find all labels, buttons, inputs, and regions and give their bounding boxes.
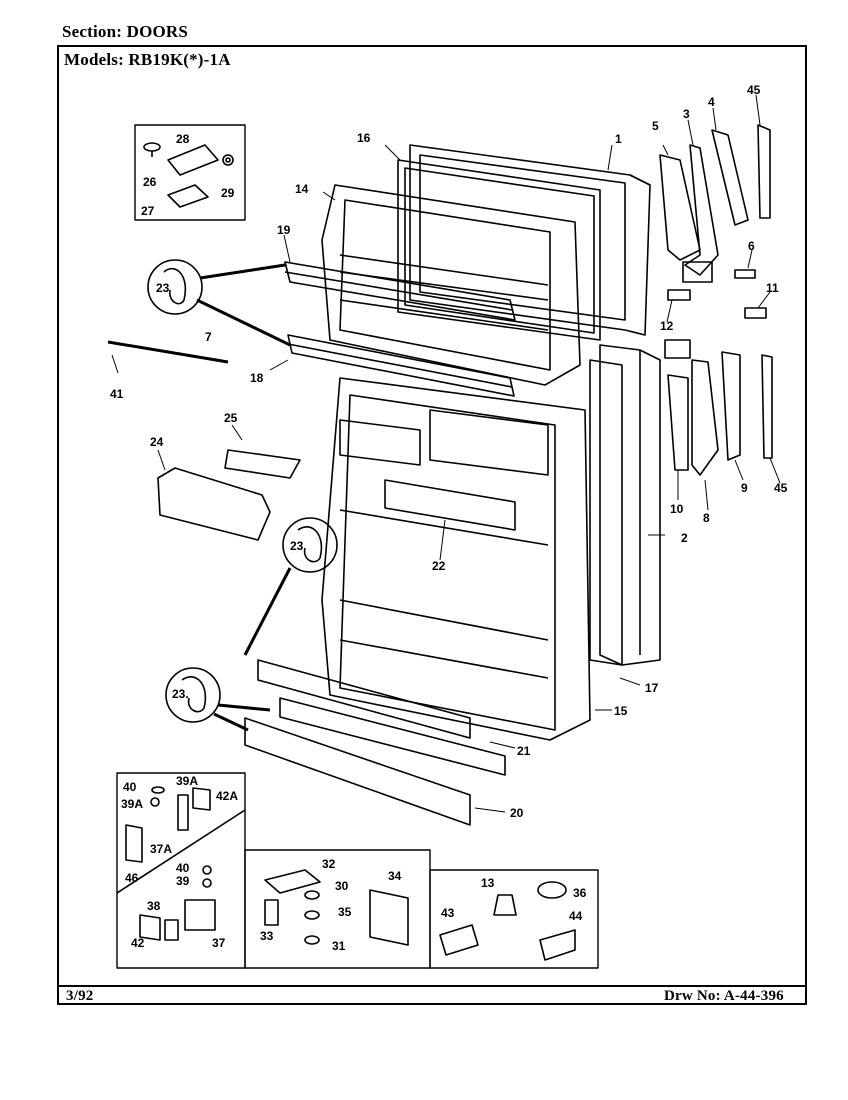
callout-26: 26 [143, 175, 157, 189]
cover-25 [224, 449, 301, 479]
drawing-number: Drw No: A-44-396 [664, 988, 784, 1004]
callout-9: 9 [741, 481, 748, 495]
callout-11: 11 [766, 281, 779, 295]
revision-date: 3/92 [66, 988, 94, 1004]
callout-3: 3 [683, 107, 690, 121]
shelf-21-upper [257, 659, 471, 739]
callout-7: 7 [205, 330, 212, 344]
detail-circle-23-mid [282, 517, 338, 573]
freezer-door-outer [409, 144, 651, 336]
callout-1: 1 [615, 132, 622, 146]
callout-37: 37 [212, 936, 226, 950]
clip-23-top [163, 267, 187, 305]
footer-rule [57, 985, 807, 987]
detail-circle-23-top [147, 259, 203, 315]
callout-2: 2 [681, 531, 688, 545]
callout-23-mid: 23 [290, 539, 304, 553]
callout-40: 40 [123, 780, 137, 794]
clip-23-bottom [181, 676, 207, 713]
callout-19: 19 [277, 223, 291, 237]
callout-6: 6 [748, 239, 755, 253]
callout-42a: 42A [216, 789, 238, 803]
callout-33: 33 [260, 929, 274, 943]
callout-5: 5 [652, 119, 659, 133]
callout-10: 10 [670, 502, 684, 516]
rod-7 [107, 340, 229, 364]
callout-35: 35 [338, 905, 352, 919]
callout-28: 28 [176, 132, 190, 146]
section-label: Section: [62, 22, 123, 41]
callout-25: 25 [224, 411, 238, 425]
callout-42: 42 [131, 936, 145, 950]
fresh-food-door-liner [321, 377, 591, 741]
callout-43: 43 [441, 906, 455, 920]
shelf-22 [384, 479, 516, 531]
callout-30: 30 [335, 879, 349, 893]
callout-29: 29 [221, 186, 235, 200]
callout-21: 21 [517, 744, 531, 758]
fresh-food-door-outer [599, 344, 661, 666]
callout-12: 12 [660, 319, 674, 333]
callout-39a: 39A [121, 797, 143, 811]
callout-38: 38 [147, 899, 161, 913]
callout-44: 44 [569, 909, 583, 923]
callout-41: 41 [110, 387, 124, 401]
callout-16: 16 [357, 131, 371, 145]
callout-31: 31 [332, 939, 346, 953]
callout-40-lower: 40 [176, 861, 190, 875]
models-heading: Models: RB19K(*)-1A [64, 50, 231, 70]
callout-14: 14 [295, 182, 309, 196]
callout-46: 46 [125, 871, 139, 885]
callout-20: 20 [510, 806, 524, 820]
leader-lines [111, 94, 781, 813]
callout-32: 32 [322, 857, 336, 871]
hinge-lower [664, 339, 773, 476]
callout-45-bottom: 45 [774, 481, 788, 495]
models-value: RB19K(*)-1A [128, 50, 231, 69]
callout-15: 15 [614, 704, 628, 718]
callout-39: 39 [176, 874, 190, 888]
freezer-door-liner [321, 184, 581, 386]
shelf-18 [287, 334, 515, 397]
inset-hinge-parts [134, 124, 246, 221]
callout-37a: 37A [150, 842, 172, 856]
shelf-20 [244, 717, 471, 826]
callout-22: 22 [432, 559, 446, 573]
models-label: Models: [64, 50, 124, 69]
callout-4: 4 [708, 95, 715, 109]
inset-bottom-left [116, 772, 246, 969]
shelf-19 [284, 261, 516, 321]
shelf-21-lower [279, 697, 506, 776]
callout-13: 13 [481, 876, 495, 890]
section-heading: Section: DOORS [62, 22, 188, 42]
clip-23-mid [297, 526, 323, 563]
freezer-door-gasket [397, 159, 601, 341]
hinge-upper [659, 124, 771, 319]
diagram-frame [57, 45, 807, 1005]
callout-23-bottom: 23. [172, 687, 189, 701]
inset-bottom-right [429, 869, 599, 969]
callout-36: 36 [573, 886, 587, 900]
callout-24: 24 [150, 435, 164, 449]
callout-34: 34 [388, 869, 402, 883]
section-value: DOORS [126, 22, 189, 41]
callout-39a-top: 39A [176, 774, 198, 788]
detail-circle-23-bottom [165, 667, 221, 723]
bin-24 [157, 467, 271, 541]
callout-17: 17 [645, 681, 659, 695]
callout-8: 8 [703, 511, 710, 525]
callout-27: 27 [141, 204, 155, 218]
inset-bottom-middle [244, 849, 431, 969]
callout-18: 18 [250, 371, 264, 385]
fresh-food-door-gasket [589, 359, 623, 666]
callout-23-top: 23 [156, 281, 170, 295]
callout-45-top: 45 [747, 83, 761, 97]
